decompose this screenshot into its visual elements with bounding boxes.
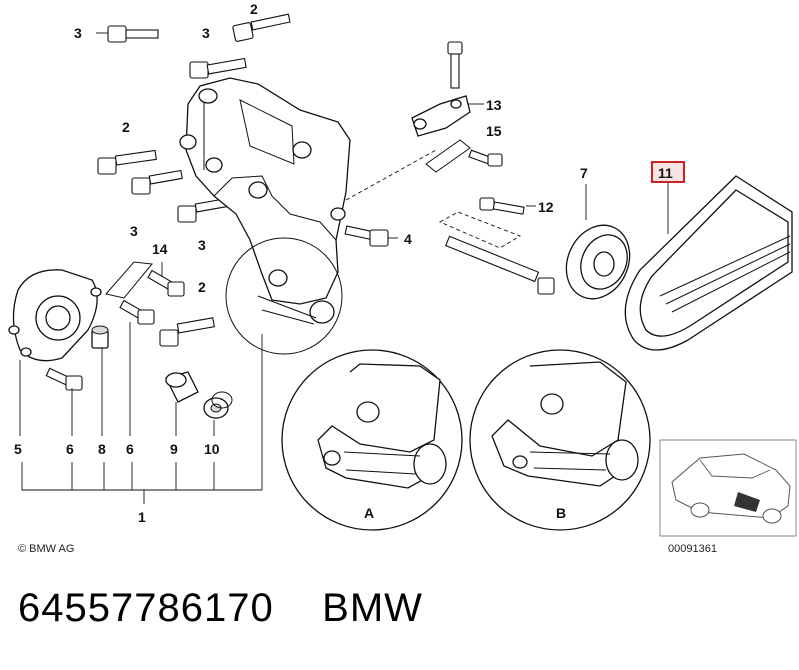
bolt-15 — [468, 149, 503, 167]
dashed-mount-outline — [438, 211, 522, 249]
copyright-text: © BMW AG — [18, 543, 74, 555]
washer-10 — [203, 391, 233, 419]
detail-label-b: B — [556, 505, 566, 521]
part-number-footer: 64557786170 BMW — [18, 586, 423, 631]
pulley-7 — [445, 184, 631, 300]
callout-1: 1 — [138, 509, 146, 525]
brand-name: BMW — [322, 586, 423, 630]
callout-2-low: 2 — [198, 279, 206, 295]
bolt-6-upper — [119, 299, 155, 325]
callout-4: 4 — [404, 231, 412, 247]
bolt-2-low — [159, 317, 215, 347]
bolt-3-upper — [189, 57, 247, 79]
bracket-assembly — [179, 77, 351, 325]
callout-2-left: 2 — [122, 119, 130, 135]
bolt-13-vertical — [447, 41, 463, 89]
detail-view-a — [281, 349, 463, 531]
callout-15: 15 — [486, 123, 502, 139]
callout-7: 7 — [580, 165, 588, 181]
tensioner-5 — [8, 269, 102, 362]
image-number: 00091361 — [668, 543, 717, 555]
callout-11: 11 — [658, 165, 673, 181]
callout-2-top: 2 — [250, 1, 258, 17]
part-number: 64557786170 — [18, 586, 274, 630]
callout-6a: 6 — [66, 441, 74, 457]
callout-5: 5 — [14, 441, 22, 457]
bolt-14 — [147, 262, 185, 297]
bushing-9 — [165, 371, 199, 403]
gasket-13 — [425, 139, 471, 173]
callout-6b: 6 — [126, 441, 134, 457]
callout-13: 13 — [486, 97, 502, 113]
callout-3-mid: 3 — [130, 223, 138, 239]
callout-12: 12 — [538, 199, 554, 215]
callout-3-low: 3 — [198, 237, 206, 253]
bolt-4 — [344, 225, 398, 247]
gasket-plate — [105, 261, 153, 299]
detail-view-b — [469, 349, 651, 531]
bolt-2-left — [97, 149, 157, 175]
detail-label-a: A — [364, 505, 374, 521]
bolt-3-top — [96, 25, 159, 43]
bolt-3-mid — [131, 169, 183, 195]
bolt-2-top — [232, 13, 291, 42]
highlight-box-11 — [651, 161, 685, 183]
callout-3-upper: 3 — [202, 25, 210, 41]
assembly-bracket-line — [21, 462, 262, 491]
belt-11 — [624, 175, 793, 351]
detail-circle-marker — [225, 237, 343, 355]
bolt-3-low — [177, 197, 229, 223]
bolt-12 — [479, 197, 536, 215]
sleeve-8 — [91, 325, 109, 349]
bracket-13 — [411, 95, 471, 137]
callout-3-top: 3 — [74, 25, 82, 41]
callout-8: 8 — [98, 441, 106, 457]
bolt-6-lower — [45, 367, 83, 391]
callout-14: 14 — [152, 241, 168, 257]
vehicle-thumbnail — [659, 439, 797, 537]
callout-10: 10 — [204, 441, 220, 457]
callout-9: 9 — [170, 441, 178, 457]
